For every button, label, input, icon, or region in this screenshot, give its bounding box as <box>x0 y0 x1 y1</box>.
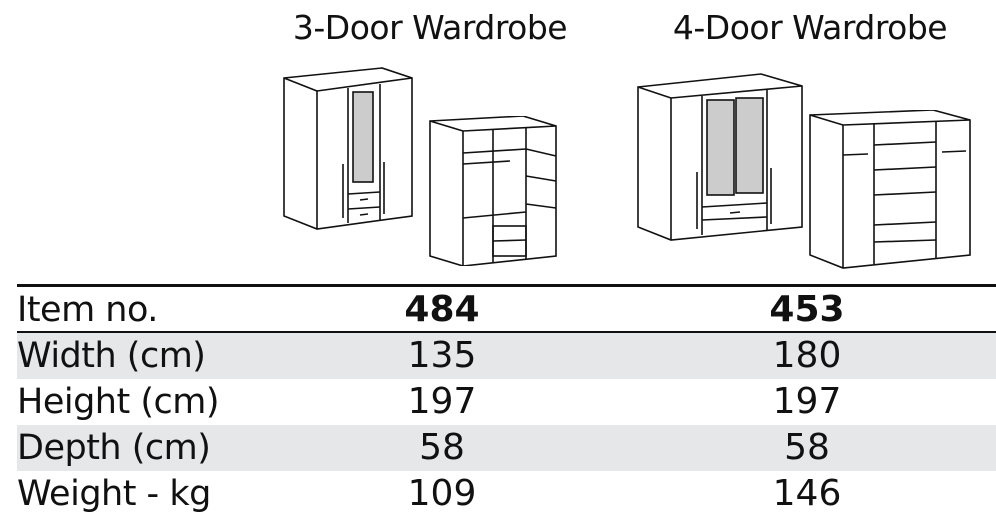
row-label: Height (cm) <box>17 382 219 422</box>
wardrobe-4-door-open-illustration <box>809 110 971 269</box>
height-3-door: 197 <box>407 381 477 422</box>
row-label: Width (cm) <box>17 336 206 376</box>
table-row-height: Height (cm) 197 197 <box>17 379 996 425</box>
width-4-door: 180 <box>772 335 842 376</box>
row-label: Item no. <box>17 290 158 330</box>
height-4-door: 197 <box>772 381 842 422</box>
product-title-3-door: 3-Door Wardrobe <box>292 8 568 47</box>
table-header-rule <box>17 331 996 333</box>
row-label: Depth (cm) <box>17 428 211 468</box>
table-row-weight: Weight - kg 109 146 <box>17 471 996 517</box>
depth-3-door: 58 <box>419 427 465 468</box>
weight-3-door: 109 <box>407 473 477 514</box>
wardrobe-3-door-closed-illustration <box>283 67 413 230</box>
table-row-depth: Depth (cm) 58 58 <box>17 425 996 471</box>
wardrobe-3-door-open-illustration <box>429 116 557 266</box>
depth-4-door: 58 <box>784 427 830 468</box>
item-no-3-door: 484 <box>404 289 480 330</box>
row-label: Weight - kg <box>17 474 211 514</box>
wardrobe-4-door-closed-illustration <box>637 73 803 241</box>
table-row-item-no: Item no. 484 453 <box>17 287 996 333</box>
table-top-rule <box>17 284 996 287</box>
product-title-4-door: 4-Door Wardrobe <box>672 8 948 47</box>
item-no-4-door: 453 <box>769 289 845 330</box>
width-3-door: 135 <box>407 335 477 376</box>
weight-4-door: 146 <box>772 473 842 514</box>
table-row-width: Width (cm) 135 180 <box>17 333 996 379</box>
